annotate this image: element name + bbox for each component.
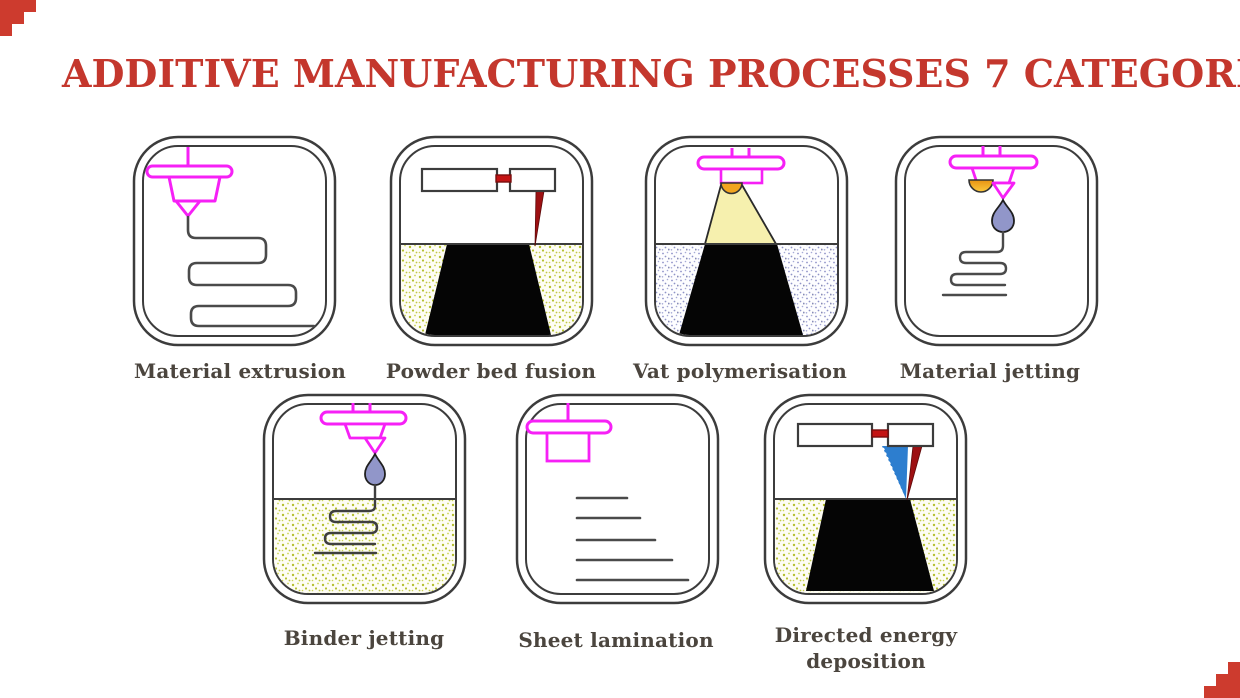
tile-binder-jetting [261,392,468,606]
tile-powder-bed-fusion [388,134,595,348]
category-label-material-jetting: Material jetting [899,359,1081,383]
category-label-binder-jetting: Binder jetting [283,626,445,650]
category-label-material-extrusion: Material extrusion [133,359,347,383]
tile-directed-energy-deposition [762,392,969,606]
binder-jetting-icon [262,393,467,605]
tile-material-jetting [893,134,1100,348]
directed-energy-deposition-icon [763,393,968,605]
tile-sheet-lamination [514,392,721,606]
vat-polymerisation-icon [644,135,849,347]
category-label-vat-polymerisation: Vat polymerisation [633,359,847,383]
category-label-directed-energy-deposition: Directed energy deposition [774,623,958,673]
category-label-sheet-lamination: Sheet lamination [518,628,714,652]
material-jetting-icon [894,135,1099,347]
category-label-powder-bed-fusion: Powder bed fusion [385,359,597,383]
page-title: ADDITIVE MANUFACTURING PROCESSES 7 CATEG… [62,51,1240,96]
tile-vat-polymerisation [643,134,850,348]
tile-material-extrusion [131,134,338,348]
sheet-lamination-icon [515,393,720,605]
powder-bed-fusion-icon [389,135,594,347]
material-extrusion-icon [132,135,337,347]
